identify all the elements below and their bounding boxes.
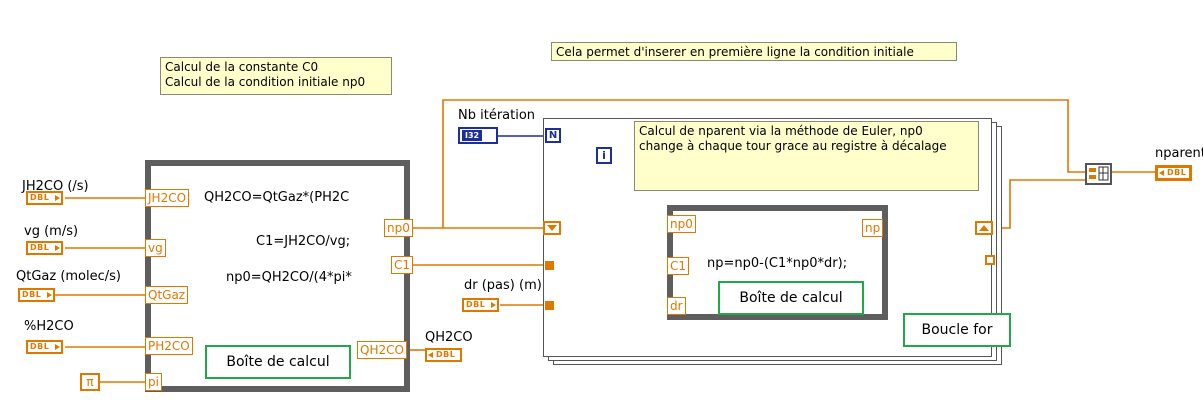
output-qh2co-terminal[interactable]: QH2CO: [357, 341, 407, 359]
formula-euler-line: np=np0-(C1*np0*dr);: [707, 256, 848, 271]
formula-line-3: np0=QH2CO/(4*pi*: [226, 270, 352, 285]
arrow-down-icon: [547, 225, 557, 231]
input-np0-terminal[interactable]: np0: [667, 215, 696, 233]
label-vg: vg (m/s): [24, 224, 79, 239]
caption-boite-de-calcul-2: Boîte de calcul: [718, 281, 864, 315]
indicator-qh2co[interactable]: DBL: [425, 348, 462, 362]
output-np0-terminal[interactable]: np0: [384, 219, 413, 237]
loop-count-terminal[interactable]: N: [545, 128, 561, 143]
note-initial-text: Cela permet d'inserer en première ligne …: [556, 45, 914, 59]
note-c0-line2: Calcul de la condition initiale np0: [165, 75, 366, 89]
note-euler: Calcul de nparent via la méthode de Eule…: [634, 121, 979, 191]
control-dr[interactable]: DBL: [462, 298, 499, 312]
input-ph2co-terminal[interactable]: PH2CO: [145, 337, 193, 355]
control-vg[interactable]: DBL: [26, 241, 63, 255]
control-jh2co[interactable]: DBL: [26, 191, 63, 205]
output-c1-terminal[interactable]: C1: [391, 256, 414, 274]
indicator-nparent[interactable]: DBL: [1155, 165, 1192, 181]
loop-iteration-terminal: i: [596, 147, 612, 164]
build-array-node[interactable]: [1085, 163, 1112, 185]
note-c0-line1: Calcul de la constante C0: [165, 60, 319, 74]
control-nb-iteration[interactable]: I32: [458, 127, 498, 144]
label-nb-iteration: Nb itération: [458, 108, 536, 123]
formula-line-2: C1=JH2CO/vg;: [256, 234, 351, 249]
note-initial-insert: Cela permet d'inserer en première ligne …: [551, 42, 957, 61]
formula-line-1: QH2CO=QtGaz*(PH2C: [204, 190, 350, 205]
note-euler-line1: Calcul de nparent via la méthode de Eule…: [639, 124, 923, 138]
label-qtgaz: QtGaz (molec/s): [16, 269, 121, 284]
label-nparent: nparent: [1155, 146, 1203, 161]
input-qtgaz-terminal[interactable]: QtGaz: [145, 286, 189, 304]
wire-np0-branch: [442, 99, 1085, 228]
i32-tag: I32: [462, 130, 483, 141]
control-ph2co[interactable]: DBL: [26, 340, 63, 354]
label-jh2co: JH2CO (/s): [22, 179, 89, 194]
arrow-up-icon: [979, 225, 989, 231]
build-array-icon: [1089, 166, 1109, 181]
caption-boucle-for: Boucle for: [903, 313, 1011, 347]
shift-register-right[interactable]: [975, 221, 993, 235]
tunnel-dr[interactable]: [545, 301, 554, 310]
caption-boite-de-calcul-1: Boîte de calcul: [205, 345, 351, 379]
note-constant-c0: Calcul de la constante C0 Calcul de la c…: [160, 57, 392, 95]
label-ph2co: %H2CO: [24, 319, 74, 334]
tunnel-indexing-out[interactable]: [985, 255, 995, 265]
input-pi-terminal[interactable]: pi: [145, 373, 162, 391]
wire-loop-out: [1000, 179, 1085, 229]
input-c1-terminal[interactable]: C1: [667, 257, 690, 275]
pi-constant[interactable]: π: [80, 373, 100, 391]
input-jh2co-terminal[interactable]: JH2CO: [145, 189, 190, 207]
label-dr: dr (pas) (m): [464, 278, 542, 293]
shift-register-left[interactable]: [543, 221, 561, 235]
control-qtgaz[interactable]: DBL: [18, 288, 55, 302]
note-euler-line2: change à chaque tour grace au registre à…: [639, 139, 947, 153]
input-vg-terminal[interactable]: vg: [145, 239, 166, 257]
output-np-terminal[interactable]: np: [862, 219, 884, 237]
input-dr-terminal[interactable]: dr: [667, 297, 686, 315]
tunnel-c1[interactable]: [545, 261, 554, 270]
label-qh2co: QH2CO: [425, 330, 473, 345]
